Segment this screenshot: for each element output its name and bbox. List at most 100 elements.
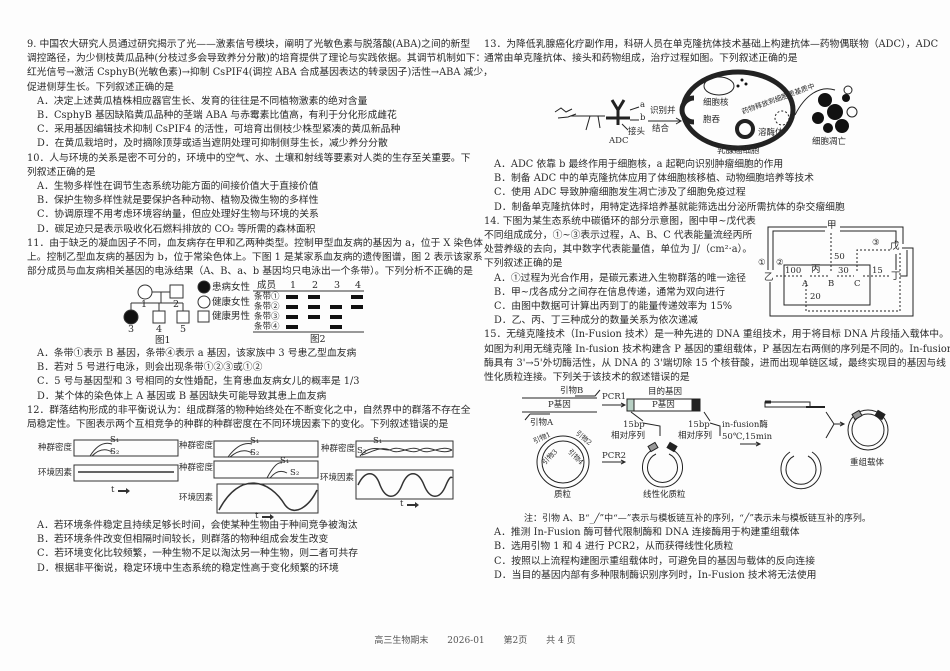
q15-stem-line: 如图为利用无缝克隆 In-fusion 技术构建含 P 基因的重组载体，P 基因…: [484, 343, 950, 355]
footer-subject: 高三生物期末: [374, 636, 429, 646]
plasmid: [536, 435, 590, 489]
q14-stem-line: 下列叙述正确的是: [484, 258, 563, 270]
member-label: 2: [173, 299, 180, 310]
bing-label: 丙: [811, 264, 821, 275]
legend-healthy-female-icon: [197, 295, 211, 309]
q14-option-c: C．由图中数据可计算出丙到丁的能量传递效率为 15%: [494, 301, 733, 313]
electrophoresis-band: [286, 295, 298, 299]
density-label: 种群密度: [179, 441, 214, 451]
apoptosis-label: 细胞凋亡: [812, 137, 847, 147]
arrow-label: 识别并: [650, 106, 676, 116]
primer-b-label: 引物B: [560, 386, 584, 396]
q10-stem-line: 10．人与环境的关系是密不可分的，环境中的空气、水、土壤和射线等要素对人类的生存…: [27, 152, 471, 164]
fig1-caption: 图1: [155, 335, 171, 346]
q15-option-c: C．按照以上流程构建图示重组载体时，可避免目的基因与载体的反向连接: [494, 555, 815, 567]
panel1-density-box: [73, 439, 179, 457]
band-row-label: 条带③: [254, 312, 280, 322]
page-footer: 高三生物期末 2026-01 第2页 共 4 页: [0, 633, 950, 646]
q14-stem-line: 不同组成成分，①~③表示过程，A、B、C 代表能量流经丙所: [484, 230, 753, 242]
q11-stem-line: 上。控制乙型血友病的基因为 b，位于常染色体上。下图 1 是某家系血友病的遗传图…: [27, 252, 483, 264]
s1-label: S₁: [110, 435, 120, 445]
seq15-label: 15bp: [623, 420, 645, 430]
ding-label: 丁: [891, 271, 901, 282]
q12-option-a: A．若环境条件稳定且持续足够长时间，会使某种生物由于种间竞争被淘汰: [37, 520, 358, 531]
q15-option-b: B．选用引物 1 和 4 进行 PCR2，从而获得线性化质粒: [494, 541, 734, 553]
question-9: 9. 中国农大研究人员通过研究揭示了光——激素信号模块，阐明了光敏色素与脱落酸(…: [27, 38, 493, 279]
arrow-label: 结合: [652, 124, 670, 134]
s2-label: S₂: [290, 468, 300, 478]
electrophoresis-band: [330, 315, 342, 319]
q9-stem-line: 红光信号→激活 CsphyB(光敏色素)→抑制 CsPIF4(调控 ABA 合成…: [27, 67, 493, 79]
linker-label: 接头: [628, 127, 646, 137]
s2-label: S₂: [357, 446, 367, 456]
electrophoresis-bands: [286, 295, 363, 329]
panel3-env-box: [355, 469, 454, 500]
q11-stem-line: 11．由于缺乏的凝血因子不同，血友病存在甲和乙两种类型。控制甲型血友病的基因为 …: [27, 237, 483, 249]
electrophoresis-band: [351, 295, 363, 299]
q11-option-c: C．5 号与基因型和 3 号相同的女性婚配，生育患血友病女儿的概率是 1/3: [37, 376, 360, 388]
q9-stem-line: 9. 中国农大研究人员通过研究揭示了光——激素信号模块，阐明了光敏色素与脱落酸(…: [27, 39, 471, 50]
legend-label: 健康女性: [212, 297, 251, 308]
electrophoresis-band: [330, 305, 342, 309]
q9-option-c: C．采用基因编辑技术抑制 CsPIF4 的活性，可培育出侧枝少株型紧凑的黄瓜新品…: [37, 124, 401, 136]
seq15-label: 相对序列: [611, 431, 646, 441]
q13-option-c: C．使用 ADC 导致肿瘤细胞发生凋亡涉及了细胞免疫过程: [494, 187, 746, 199]
electrophoresis-band: [308, 295, 320, 299]
electrophoresis-band: [330, 325, 342, 329]
env-label: 环境因素: [179, 493, 214, 503]
q10-stem-line: 列叙述正确的是: [27, 166, 96, 178]
fig2-col: 4: [355, 280, 362, 291]
lysosome-label: 溶酶体: [758, 128, 784, 138]
condition-label: 50℃,15min: [722, 432, 773, 442]
q13-option-a: A．ADC 依靠 b 最终作用于细胞核，a 起靶向识别肿瘤细胞的作用: [494, 159, 784, 170]
q12-option-c: C．若环境变化比较频繁，一种生物不足以淘汰另一种生物，则二者可共存: [37, 548, 358, 560]
env-label: 环境因素: [320, 473, 355, 483]
nucleus-label: 细胞核: [703, 98, 729, 108]
fig2-caption: 图2: [310, 334, 326, 345]
q15-stem-line: 15．无缝克隆技术（In-Fusion 技术）是一种先进的 DNA 重组技术，用…: [484, 329, 949, 341]
q14-stem-line: 处营养级的去向，其中数字代表能量值，单位为 J/（cm²·a）。: [484, 244, 753, 256]
s1-label: S₁: [373, 436, 383, 446]
value-100: 100: [785, 266, 802, 276]
legend-label: 患病女性: [212, 282, 251, 293]
q15-stem-line: 性化质粒连接。下列关于该技术的叙述错误的是: [484, 372, 690, 384]
legend-label: 健康男性: [212, 311, 251, 322]
s1-label: S₁: [280, 456, 290, 466]
member-label: 1: [141, 299, 148, 310]
q15-option-d: D．当目的基因内部有多种限制酶识别序列时，In-Fusion 技术将无法使用: [494, 569, 817, 581]
seq15-label: 相对序列: [678, 431, 713, 441]
q15-stem-line: 酶具有 3'→5'外切酶活性，从 DNA 的 3'端切除 15 个核苷酸，进而出…: [484, 357, 946, 369]
q9-stem-line: 调控路径，为少侧枝黄瓜品种(分枝过多会导致养分分散)的培育提供了理论与实践依据。…: [27, 53, 486, 65]
q14-option-a: A．①过程为光合作用，是碳元素进入生物群落的唯一途径: [494, 272, 746, 284]
target-p-gene-label: P基因: [652, 400, 675, 410]
linear-plasmid-label: 线性化质粒: [643, 490, 686, 500]
q11-option-d: D．某个体的染色体上 A 基因或 B 基因缺失可能导致其患上血友病: [37, 390, 327, 402]
time-label: t: [111, 485, 115, 495]
s2-label: S₂: [110, 447, 120, 457]
q14-option-b: B．甲~戊各成分之间存在信息传递，通常为双向进行: [494, 286, 725, 298]
a-label: a: [640, 100, 646, 110]
b-label: b: [640, 113, 646, 123]
question-11-options: A．条带①表示 B 基因，条带④表示 a 基因，该家族中 3 号患乙型血友病 B…: [27, 347, 471, 432]
q10-option-a: A．生物多样性在调节生态系统功能方面的间接价值大于直接价值: [37, 181, 319, 193]
value-50: 50: [834, 252, 845, 262]
node-c: C: [854, 279, 861, 289]
s2-label: S₂: [250, 448, 260, 458]
q10-option-b: B．保护生物多样性就是要保护各种动物、植物及微生物的多样性: [37, 195, 319, 207]
member-label: 5: [180, 324, 187, 335]
pcr2-label: PCR2: [602, 451, 627, 461]
band-row-label: 条带①: [254, 292, 280, 302]
question-15-options: 注：引物 A、B“_╱”中“—”表示与模板链互补的序列，“╱”表示未与模板链互补…: [484, 512, 871, 583]
electrophoresis-band: [286, 325, 298, 329]
electrophoresis-band: [286, 315, 298, 319]
band-row-label: 条带②: [254, 302, 280, 312]
adc-label: ADC: [609, 136, 629, 146]
target-gene-label: 目的基因: [648, 387, 683, 397]
q9-option-a: A．决定上述黄瓜植株相应器官生长、发育的往往是不同植物激素的绝对含量: [37, 95, 368, 107]
question-13-options: A．ADC 依靠 b 最终作用于细胞核，a 起靶向识别肿瘤细胞的作用 B．制备 …: [484, 158, 950, 385]
q13-stem-line: 通常由单克隆抗体、接头和药物组成，治疗过程如图。下列叙述正确的是: [484, 53, 798, 65]
